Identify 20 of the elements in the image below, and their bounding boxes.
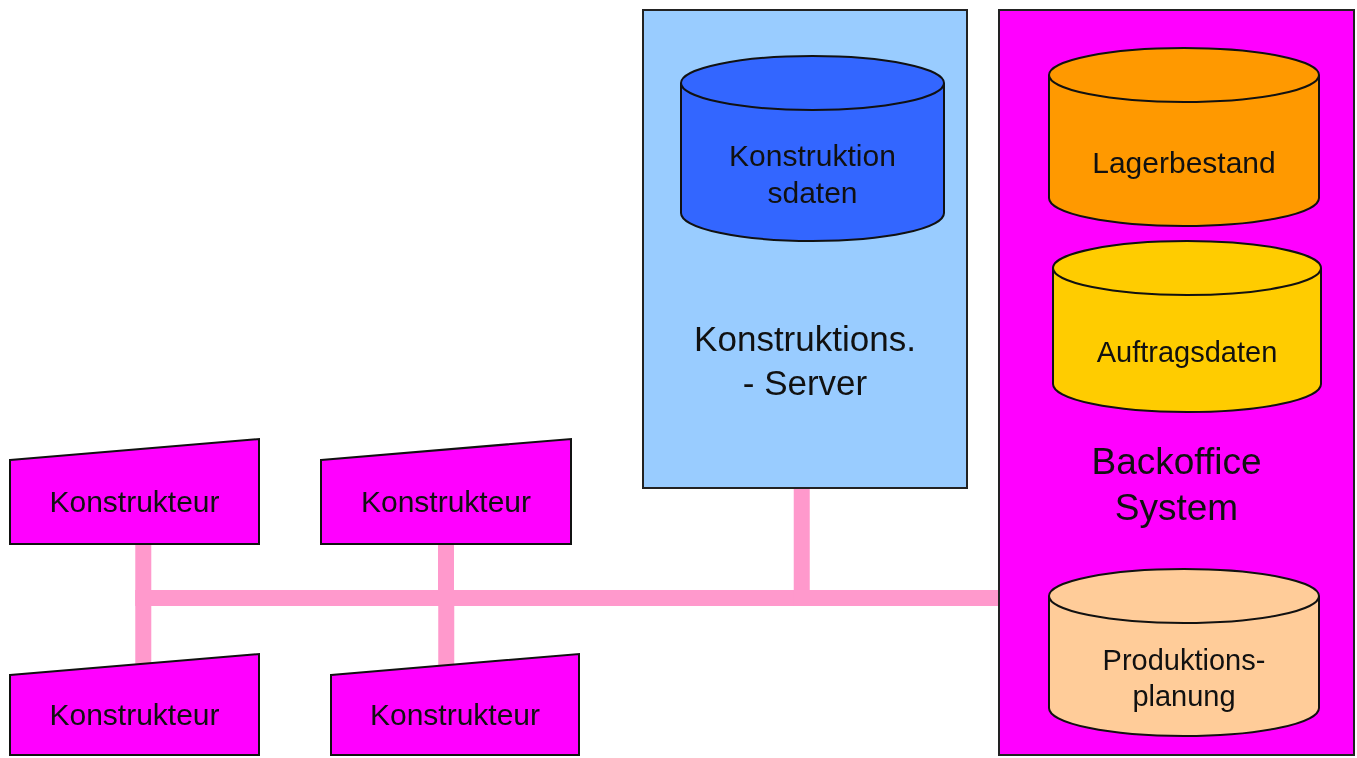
workstation-box (320, 438, 572, 545)
database-cylinder (1052, 240, 1322, 412)
node-label: Produktions- planung (1101, 642, 1267, 714)
database-cylinder (680, 55, 945, 241)
workstation-box (9, 438, 260, 545)
node-label: Backoffice System (1090, 439, 1263, 530)
database-cylinder (1048, 47, 1320, 226)
workstation-box (9, 653, 260, 756)
node-label: Auftragsdaten (1095, 334, 1279, 370)
database-cylinder (1048, 568, 1320, 736)
system-box (998, 9, 1355, 756)
node-label: Konstrukteur (48, 696, 221, 733)
node-label: Konstrukteur (359, 483, 533, 520)
node-label: Konstruktion sdaten (728, 137, 897, 211)
node-label: Konstrukteur (368, 696, 542, 733)
workstation-box (330, 653, 580, 756)
node-label: Lagerbestand (1091, 144, 1277, 181)
node-label: Konstrukteur (48, 483, 221, 520)
node-label: Konstruktions. - Server (693, 318, 917, 404)
system-box (642, 9, 968, 489)
